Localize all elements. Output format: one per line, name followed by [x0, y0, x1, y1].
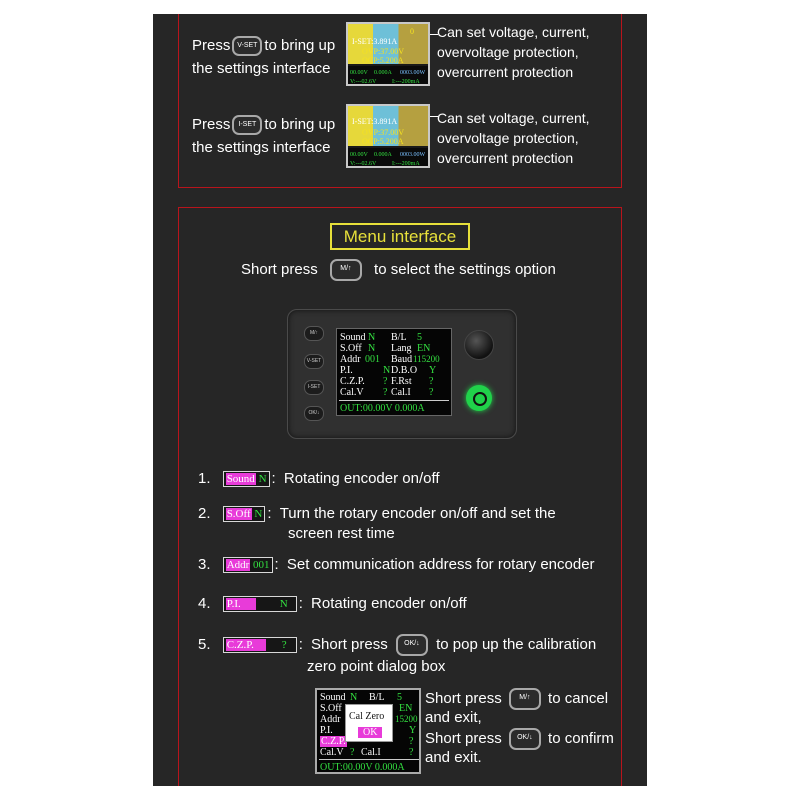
item-1: 1. Sound N: Rotating encoder on/off — [198, 470, 440, 488]
popup-ok-button[interactable]: OK — [358, 727, 383, 738]
device-screen: Sound N B/L 5 S.Off N Lang EN Addr 001 B… — [336, 328, 452, 416]
device-menu-button[interactable]: M/↑ — [304, 326, 324, 341]
confirm-key-icon: OK/↓ — [508, 728, 541, 750]
iset-screen-thumbnail: I-SET:3.891A OVP:37.00V OCP:5.200A 00.00… — [346, 104, 430, 168]
power-supply-device: M/↑ V-SET I-SET OK/↓ Sound N B/L 5 S.Off… — [287, 309, 517, 439]
pi-chip: P.I.N — [222, 596, 297, 613]
cancel-note: Short press M/↑ to cancel — [425, 688, 608, 710]
cancel-key-icon: M/↑ — [508, 688, 541, 710]
vset-key-icon: V-SET — [232, 36, 263, 57]
czp-chip: C.Z.P.? — [222, 637, 297, 653]
item-2: 2. S.Off N: Turn the rotary encoder on/o… — [198, 505, 556, 523]
cal-zero-popup: Cal Zero OK — [345, 704, 393, 742]
device-ok-button[interactable]: OK/↓ — [304, 406, 324, 421]
item-3: 3. Addr 001: Set communication address f… — [198, 556, 595, 574]
confirm-note: Short press OK/↓ to confirm — [425, 728, 614, 750]
iset-key-icon: I-SET — [232, 115, 263, 136]
sound-chip: Sound N — [222, 471, 270, 488]
menu-key-icon: M/↑ — [329, 259, 362, 282]
ok-key-icon: OK/↓ — [395, 634, 428, 656]
menu-instruction: Short press M/↑ to select the settings o… — [241, 258, 556, 282]
vset-description: Can set voltage, current, overvoltage pr… — [437, 24, 590, 80]
screen-off-chip: S.Off N — [222, 506, 266, 523]
device-vset-button[interactable]: V-SET — [304, 354, 324, 369]
item-5: 5. C.Z.P.?: Short press OK/↓ to pop up t… — [198, 634, 596, 656]
vset-screen-thumbnail: 0 I-SET:3.891A OVP:37.00V OCP:5.200A 00.… — [346, 22, 430, 86]
top-section-frame — [178, 14, 622, 188]
calibration-dialog-screen: Sound N B/L 5 S.Off EN Addr 15200 P.I. Y… — [315, 688, 421, 774]
menu-section-frame — [178, 207, 622, 786]
power-button-icon[interactable] — [466, 385, 492, 411]
rotary-encoder-knob[interactable] — [464, 330, 494, 360]
address-chip: Addr 001 — [222, 557, 273, 574]
item-4: 4. P.I.N: Rotating encoder on/off — [198, 595, 467, 613]
device-iset-button[interactable]: I-SET — [304, 380, 324, 395]
iset-description: Can set voltage, current, overvoltage pr… — [437, 110, 590, 166]
menu-interface-title: Menu interface — [330, 223, 470, 250]
